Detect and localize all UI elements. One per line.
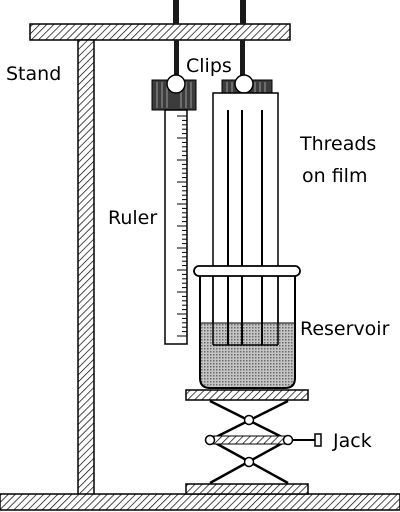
label-threads-line1: Threads (299, 133, 376, 155)
ruler (164, 109, 188, 345)
label-jack: Jack (332, 430, 372, 452)
ruler-ticks (177, 115, 187, 337)
jack-pivot-left (204, 434, 216, 446)
jack (185, 389, 322, 495)
jack-pivot-bottom (243, 456, 255, 468)
string-right-lower (240, 40, 245, 76)
reservoir (193, 265, 301, 389)
jack-screw (209, 435, 289, 445)
film (212, 92, 279, 346)
label-reservoir: Reservoir (300, 318, 390, 340)
stand-pole (77, 39, 95, 496)
jack-knob (314, 433, 322, 447)
string-left-lower (174, 40, 179, 76)
film-sheet (212, 92, 279, 346)
string-right (240, 0, 246, 24)
clip-left (151, 74, 197, 111)
label-threads-line2: on film (302, 165, 367, 187)
label-ruler: Ruler (108, 207, 157, 229)
string-left (173, 0, 179, 24)
beaker-walls (199, 276, 296, 389)
jack-bottom-plate (185, 483, 309, 495)
stand-top-bar (29, 23, 291, 41)
clip-left-knob (166, 74, 186, 94)
stand (0, 23, 400, 511)
jack-pivot-right (282, 434, 294, 446)
stand-base (0, 493, 400, 511)
jack-top-plate (185, 389, 309, 401)
jack-pivot-top (243, 414, 255, 426)
label-clips: Clips (186, 55, 232, 77)
liquid (200, 323, 295, 388)
strings (173, 0, 246, 76)
beaker-rim (193, 265, 301, 277)
clip-right-knob (234, 74, 254, 94)
label-stand: Stand (6, 63, 61, 85)
